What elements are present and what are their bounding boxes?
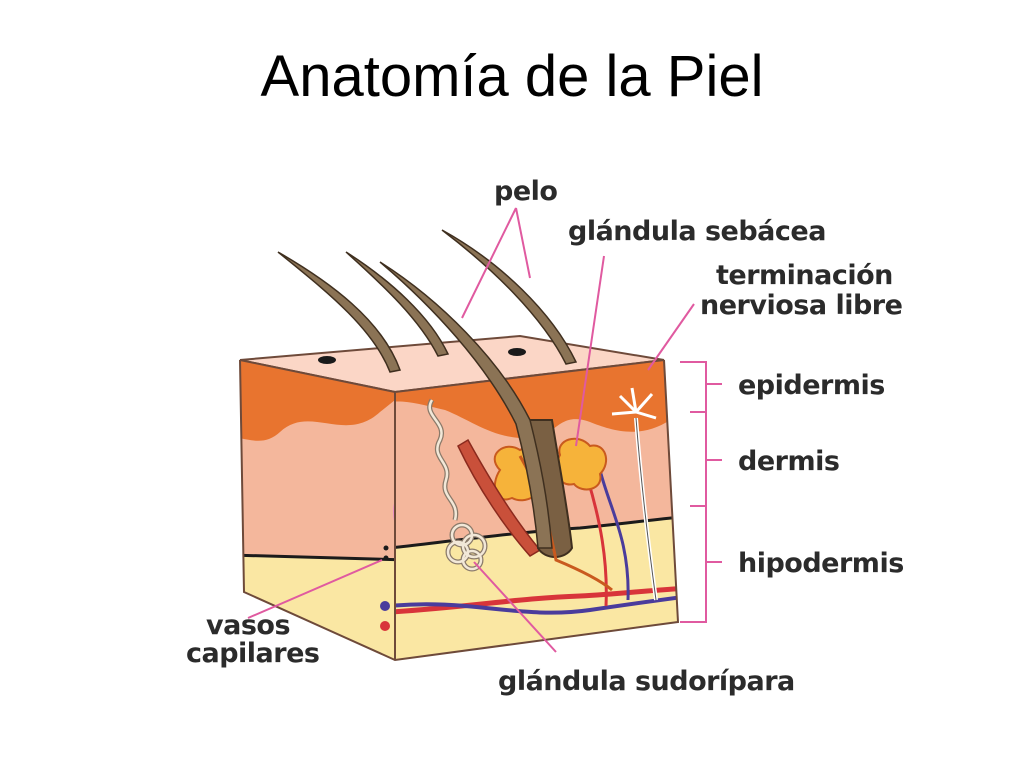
hair xyxy=(441,229,578,365)
label-terminacion-line2: nerviosa libre xyxy=(700,290,902,321)
label-glandula-sudoripara: glándula sudorípara xyxy=(498,666,795,697)
label-vasos-line1: vasos xyxy=(206,610,290,641)
capillary-dot xyxy=(383,555,389,561)
hair xyxy=(345,251,450,357)
nerve-fiber-outline xyxy=(635,417,657,601)
sebaceous-gland xyxy=(555,437,608,491)
hair xyxy=(379,261,553,549)
pore xyxy=(508,348,526,356)
leader-glandula-sebacea xyxy=(575,255,605,447)
side-epidermis-layer xyxy=(395,360,670,439)
hair xyxy=(277,251,402,373)
vessel-end-blue xyxy=(380,601,390,611)
blood-vessel-blue xyxy=(395,594,678,615)
leader-lines xyxy=(247,207,722,653)
label-epidermis: epidermis xyxy=(738,370,885,401)
label-terminacion-line1: terminación xyxy=(716,260,893,291)
slide-title: Anatomía de la Piel xyxy=(260,44,764,109)
blood-vessel-red xyxy=(395,585,678,615)
label-vasos-line2: capilares xyxy=(186,638,319,669)
leader-glandula-sudoripara xyxy=(473,561,557,653)
pore xyxy=(318,356,336,364)
labels: pelo glándula sebácea terminación nervio… xyxy=(186,176,904,697)
leader-pelo xyxy=(461,207,531,319)
arrector-pili-muscle xyxy=(457,438,542,557)
leader-vasos xyxy=(247,559,383,619)
skin-block xyxy=(239,334,680,662)
leader-terminacion xyxy=(647,303,695,371)
label-glandula-sebacea: glándula sebácea xyxy=(568,216,826,247)
layer-bracket xyxy=(680,361,722,623)
vessel-end-red xyxy=(380,621,390,631)
capillary-dot xyxy=(383,545,389,551)
label-dermis: dermis xyxy=(738,446,839,477)
label-hipodermis: hipodermis xyxy=(738,548,904,579)
hairs xyxy=(277,229,578,549)
label-pelo: pelo xyxy=(494,176,557,207)
free-nerve-ending xyxy=(611,387,657,420)
skin-block-outline xyxy=(239,359,680,662)
